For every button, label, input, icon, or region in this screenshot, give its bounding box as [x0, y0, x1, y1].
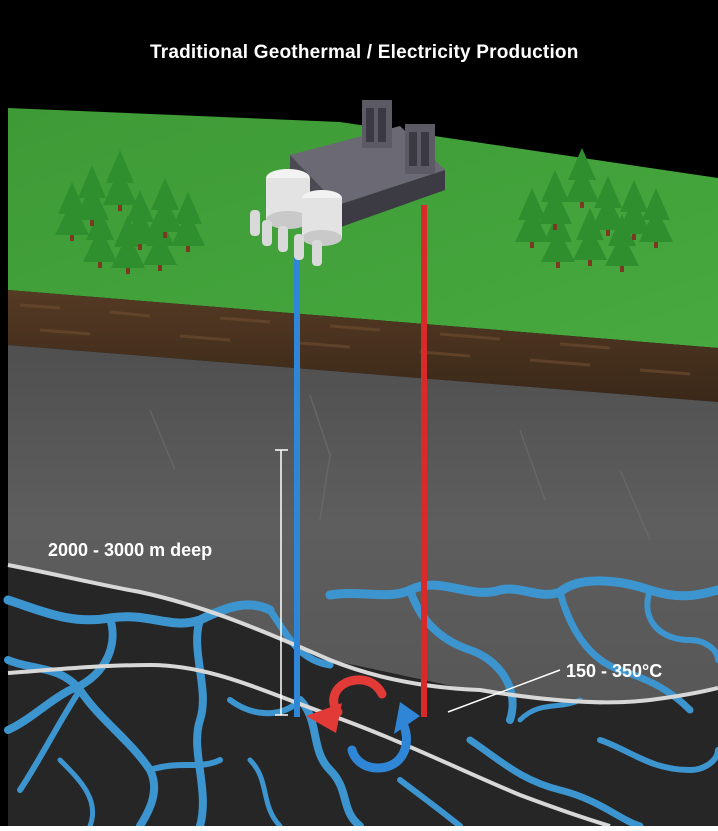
temperature-leader-line: [447, 669, 561, 713]
lower-rock: [8, 565, 718, 826]
power-plant: [250, 100, 445, 266]
trees-right: [515, 148, 673, 272]
trees-left: [55, 150, 205, 274]
grass-surface: [8, 108, 718, 348]
strata-line-upper: [7, 563, 718, 705]
rock-veins: [149, 394, 651, 541]
cold-injection-pipe: [294, 255, 300, 717]
depth-label: 2000 - 3000 m deep: [48, 540, 213, 560]
circulation-arrows: [306, 675, 420, 773]
depth-scale-bar: [275, 449, 288, 716]
diagram-title: Traditional Geothermal / Electricity Pro…: [150, 42, 579, 63]
temperature-label: 150 - 350°C: [566, 661, 663, 681]
blue-circulation-arrow: [347, 721, 411, 773]
hot-production-pipe: [421, 205, 427, 717]
soil-layer: [8, 290, 718, 402]
fracture-network: [3, 576, 718, 830]
upper-rock: [8, 345, 718, 705]
red-circulation-arrow: [329, 675, 387, 717]
soil-texture: [19, 303, 691, 376]
